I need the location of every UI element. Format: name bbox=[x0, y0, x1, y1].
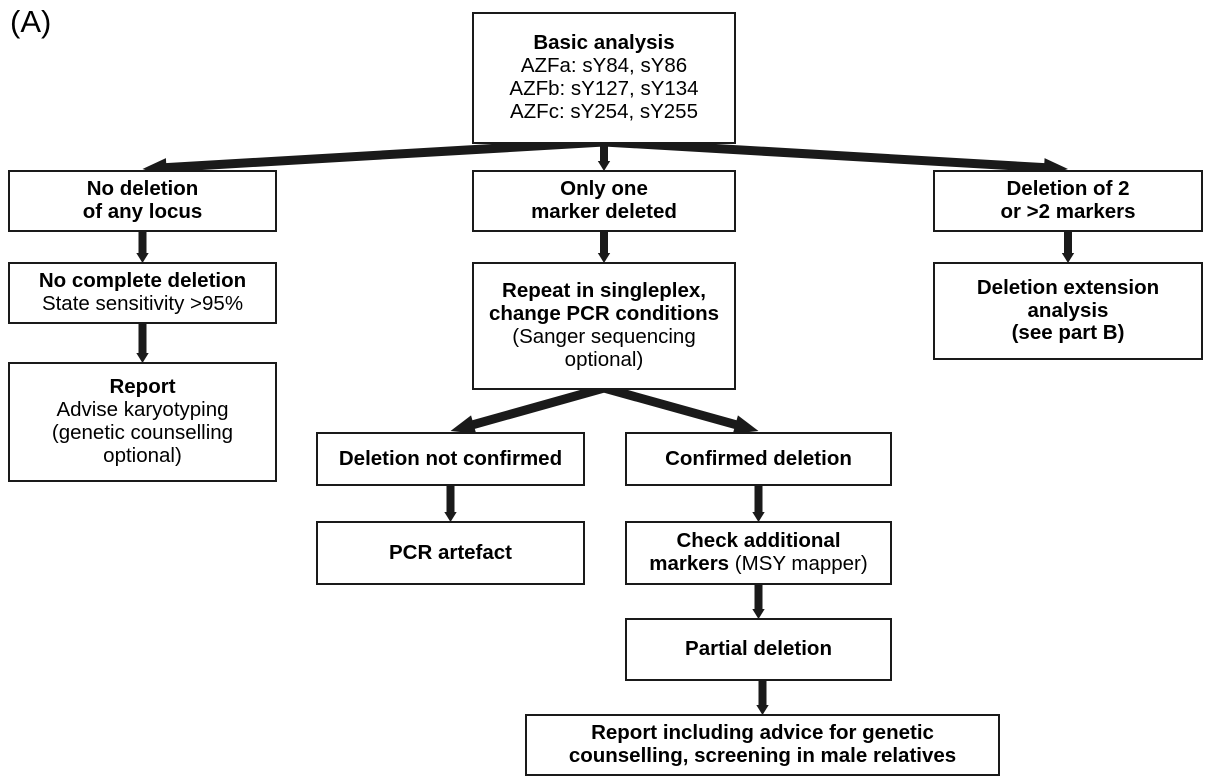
node-line: AZFb: sY127, sY134 bbox=[509, 77, 699, 100]
node-line: Deletion extension bbox=[976, 275, 1160, 299]
node-line: Partial deletion bbox=[685, 637, 832, 661]
partial-deletion-node: Partial deletion bbox=[625, 618, 892, 681]
node-line: Repeat in singleplex, bbox=[502, 279, 706, 303]
node-line: Basic analysis bbox=[533, 31, 675, 55]
repeat-in-singleplex-node: Repeat in singleplex,change PCR conditio… bbox=[472, 262, 736, 390]
node-line: Deletion not confirmed bbox=[338, 446, 563, 470]
node-line: analysis bbox=[1027, 298, 1109, 322]
node-line: counselling, screening in male relatives bbox=[568, 744, 957, 767]
node-line: Report bbox=[109, 375, 176, 399]
node-line: AZFc: sY254, sY255 bbox=[509, 99, 698, 123]
confirmed-deletion-node: Confirmed deletion bbox=[625, 432, 892, 486]
node-line: No complete deletion bbox=[38, 269, 247, 293]
node-line: (genetic counselling bbox=[51, 421, 234, 444]
node-line: of any locus bbox=[82, 200, 203, 223]
node-line: Only one bbox=[560, 177, 648, 201]
node-line: Check additional bbox=[676, 529, 841, 553]
deletion-not-confirmed-node: Deletion not confirmed bbox=[316, 432, 585, 486]
node-line: change PCR conditions bbox=[488, 302, 720, 326]
node-line: No deletion bbox=[86, 177, 199, 201]
node-line: AZFa: sY84, sY86 bbox=[520, 54, 688, 78]
node-line: Advise karyotyping bbox=[56, 398, 229, 422]
node-line: optional) bbox=[564, 347, 644, 371]
node-line: (Sanger sequencing bbox=[512, 325, 696, 348]
node-line: (see part B) bbox=[1011, 321, 1125, 345]
node-line: Report including advice for genetic bbox=[591, 721, 934, 745]
node-line: optional) bbox=[103, 443, 182, 467]
pcr-artefact-node: PCR artefact bbox=[316, 521, 585, 585]
node-line: PCR artefact bbox=[388, 540, 513, 564]
node-line: Deletion of 2 bbox=[1006, 177, 1130, 201]
node-line: State sensitivity >95% bbox=[41, 292, 244, 315]
panel-label-a: (A) bbox=[10, 4, 52, 39]
node-line: or >2 markers bbox=[1000, 200, 1136, 223]
node-line: Confirmed deletion bbox=[665, 446, 852, 470]
node-line: marker deleted bbox=[531, 200, 677, 223]
node-line: markers (MSY mapper) bbox=[649, 552, 868, 575]
